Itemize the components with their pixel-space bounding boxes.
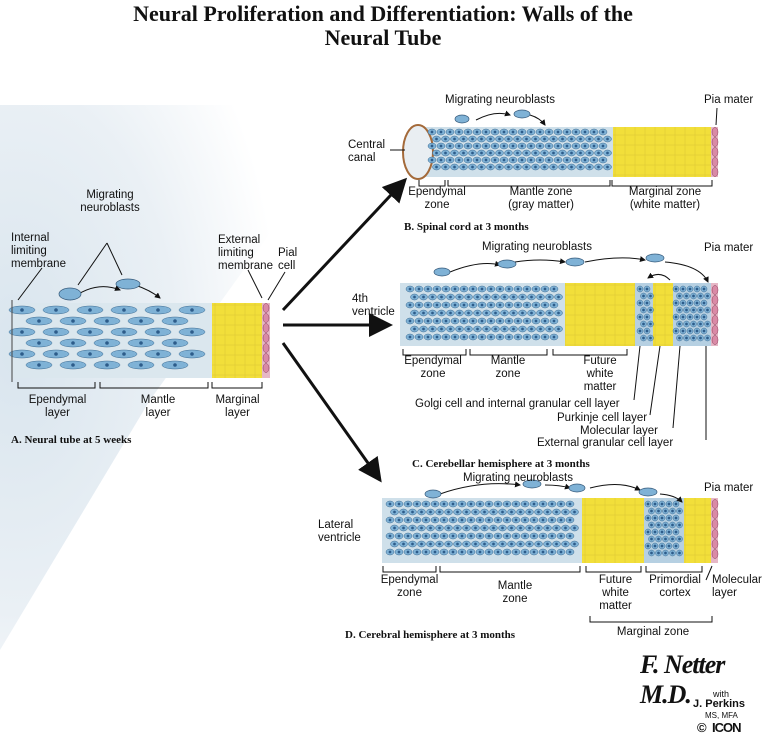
leader-lines <box>17 107 718 623</box>
migrating-neuroblasts <box>58 109 665 499</box>
c-molecular-label: Molecular layer <box>580 425 658 437</box>
title-line-1: Neural Proliferation and Differentiation… <box>133 1 633 26</box>
b-pia-label: Pia mater <box>704 94 754 106</box>
b-caption: B. Spinal cord at 3 months <box>404 221 529 233</box>
panel-c-tissue <box>400 283 719 346</box>
c-purkinje-label: Purkinje cell layer <box>557 412 648 424</box>
c-golgi-label: Golgi cell and internal granular cell la… <box>415 398 620 410</box>
d-caption: D. Cerebral hemisphere at 3 months <box>345 629 516 641</box>
arrow-to-d <box>281 342 382 483</box>
d-marginal-zone-label: Marginal zone <box>616 626 690 638</box>
signature-coauthor: J. Perkins <box>693 698 745 710</box>
copyright-symbol: © <box>697 720 707 735</box>
signature-credentials: MS, MFA <box>705 711 738 720</box>
d-migrating-label: Migrating neuroblasts <box>463 472 573 484</box>
icon-logo: ICON <box>712 720 741 735</box>
title-line-2: Neural Tube <box>324 25 442 50</box>
b-marginal-label: Marginal zone(white matter) <box>628 186 702 211</box>
c-migrating-label: Migrating neuroblasts <box>482 241 592 253</box>
c-external-granular-label: External granular cell layer <box>537 437 674 449</box>
a-caption: A. Neural tube at 5 weeks <box>11 434 132 446</box>
panel-a-tissue <box>8 300 270 382</box>
c-caption: C. Cerebellar hemisphere at 3 months <box>412 458 590 470</box>
d-pia-label: Pia mater <box>704 482 754 494</box>
panel-b-tissue <box>402 124 719 180</box>
c-pia-label: Pia mater <box>704 242 754 254</box>
b-mantle-label: Mantle zone(gray matter) <box>508 186 574 211</box>
b-migrating-label: Migrating neuroblasts <box>445 94 555 106</box>
signature-with: with <box>713 689 730 699</box>
netter-signature: F. Netter M.D. <box>640 650 725 709</box>
panel-d-tissue <box>382 498 719 563</box>
arrow-to-b <box>281 177 408 312</box>
